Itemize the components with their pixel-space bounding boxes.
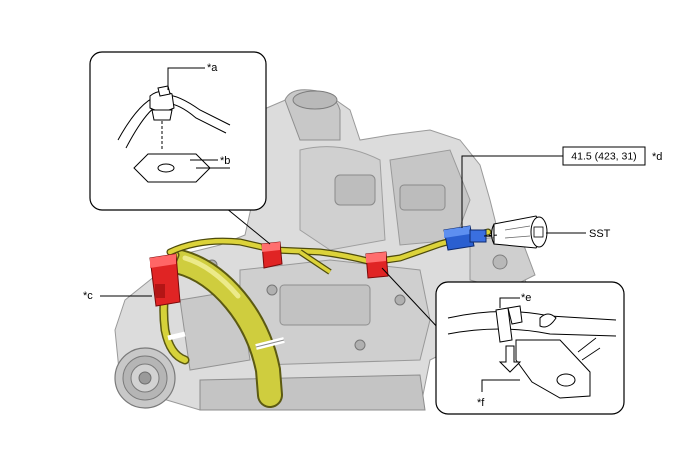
callout-d: *d	[652, 151, 662, 163]
harness-clamp-center	[261, 241, 283, 269]
coolant-hose	[167, 249, 285, 408]
callout-e: *e	[521, 292, 531, 304]
leader-lines	[100, 155, 586, 331]
sst-label: SST	[589, 228, 611, 240]
sst-tool	[491, 215, 548, 249]
callout-b: *b	[220, 155, 230, 167]
callout-f: *f	[477, 397, 485, 409]
harness-clamp-left	[149, 253, 181, 307]
torque-spec-box: 41.5 (423, 31)	[562, 146, 646, 166]
callout-c: *c	[83, 290, 93, 302]
torque-spec-text: 41.5 (423, 31)	[571, 151, 636, 163]
callout-a: *a	[207, 62, 218, 74]
harness-clamp-right	[365, 251, 389, 279]
sst-guide-line	[483, 234, 499, 237]
inset-bracket-detail	[435, 281, 625, 415]
inset-clip-detail	[89, 51, 267, 211]
